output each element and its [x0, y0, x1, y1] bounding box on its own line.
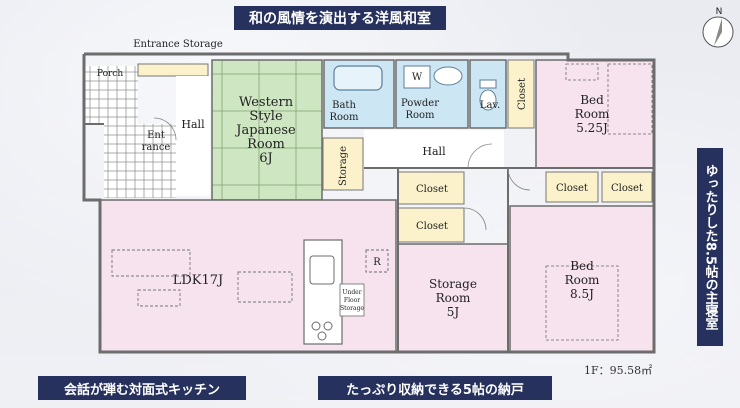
- closet-mid-2-area: [397, 207, 465, 243]
- door-swing-3: [153, 117, 177, 141]
- stove-2: [323, 321, 333, 331]
- label-ldk: LDK17J: [173, 273, 224, 288]
- porch-area: [84, 66, 138, 124]
- toilet-bowl: [479, 89, 497, 111]
- door-swing-1: [467, 143, 493, 169]
- label-storage-vertical: Storage: [338, 146, 349, 186]
- label-japanese-4: Room: [247, 137, 285, 152]
- storage-vertical-area: [322, 137, 364, 191]
- label-entrance-storage: Entrance Storage: [133, 39, 223, 50]
- door-swing-4: [463, 207, 487, 231]
- banner-top: 和の風情を演出する洋風和室: [234, 6, 446, 30]
- label-lav: Lav.: [480, 100, 500, 111]
- banner-bottom-mid: たっぷり収納できる5帖の納戸: [318, 376, 552, 400]
- hall-center-area: [364, 130, 504, 168]
- stove-1: [311, 321, 321, 331]
- sink: [433, 66, 463, 86]
- bed-lower-area: [509, 205, 655, 353]
- washer-box: [403, 65, 431, 89]
- banner-right: ゆったりした8.5帖の主寝室: [697, 148, 723, 346]
- label-bed-lower-3: 8.5J: [570, 287, 594, 301]
- label-closet-vertical: Closet: [517, 78, 528, 110]
- door-swing-2: [507, 167, 531, 191]
- coffee-table: [137, 289, 181, 307]
- label-bed-upper-3: 5.25J: [576, 121, 608, 135]
- closet-right-1-area: [545, 171, 599, 203]
- label-entrance-2: rance: [142, 142, 171, 153]
- bed-upper-desk: [565, 63, 599, 81]
- label-underfloor-2: Floor: [344, 297, 360, 304]
- label-bath-2: Room: [329, 112, 359, 123]
- underfloor-box: [339, 283, 365, 317]
- hall-left-area: [176, 76, 210, 196]
- label-powder-2: Room: [405, 110, 435, 121]
- label-bath-1: Bath: [332, 100, 356, 111]
- label-storage-room-3: 5J: [447, 305, 460, 319]
- label-closet-mid-1: Closet: [416, 184, 448, 195]
- label-bed-upper-1: Bed: [580, 93, 604, 107]
- label-closet-right-2: Closet: [611, 183, 643, 194]
- floor-area: 1F：95.58㎡: [584, 364, 653, 377]
- dining-table: [237, 271, 293, 303]
- label-bed-upper-2: Room: [575, 107, 610, 121]
- label-hall-left: Hall: [181, 118, 205, 131]
- bed-upper-area: [535, 59, 655, 169]
- closet-mid-1-area: [397, 171, 465, 205]
- label-entrance-1: Ent: [147, 130, 165, 141]
- closet-vertical-area: [507, 59, 535, 129]
- ldk-area: [99, 199, 397, 353]
- sofa: [111, 249, 191, 277]
- label-storage-room-1: Storage: [429, 277, 477, 291]
- label-washer: W: [412, 72, 423, 83]
- bed-upper-bed: [607, 63, 653, 135]
- label-powder-1: Powder: [401, 98, 439, 109]
- label-bed-lower-1: Bed: [570, 259, 594, 273]
- bed-lower-bed: [545, 265, 619, 341]
- label-japanese-1: Western: [239, 95, 294, 110]
- label-underfloor-1: Under: [342, 289, 361, 296]
- entrance-area: [104, 124, 176, 198]
- outer-wall: [82, 52, 656, 354]
- bathtub: [333, 65, 383, 91]
- kitchen-sink: [309, 255, 335, 285]
- label-underfloor-3: Storage: [340, 305, 364, 312]
- closet-right-2-area: [601, 171, 653, 203]
- label-fridge: R: [373, 257, 381, 268]
- label-japanese-3: Japanese: [234, 123, 296, 138]
- label-japanese-2: Style: [249, 109, 283, 124]
- label-storage-room-2: Room: [436, 291, 471, 305]
- fridge-box: [365, 249, 389, 273]
- entrance-storage-area: [137, 63, 209, 77]
- banner-bottom-left: 会話が弾む対面式キッチン: [38, 376, 246, 400]
- compass-icon: [702, 16, 734, 48]
- label-hall-center: Hall: [422, 145, 446, 158]
- storage-room-area: [397, 243, 509, 353]
- compass-label: N: [716, 7, 723, 17]
- toilet-tank: [479, 79, 497, 89]
- label-closet-mid-2: Closet: [416, 221, 448, 232]
- label-closet-right-1: Closet: [556, 183, 588, 194]
- label-japanese-5: 6J: [259, 151, 272, 166]
- label-bed-lower-2: Room: [565, 273, 600, 287]
- label-porch: Porch: [97, 69, 123, 79]
- stove-3: [317, 331, 327, 341]
